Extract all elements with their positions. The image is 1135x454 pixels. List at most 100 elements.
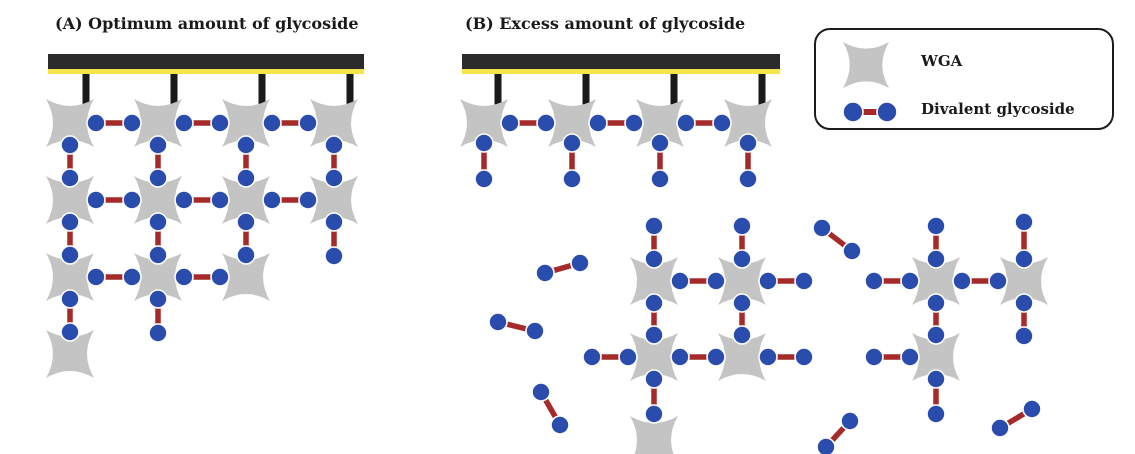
wga-molecule: [718, 333, 766, 381]
wga-molecule: [548, 99, 596, 147]
glycoside-bead: [926, 325, 946, 345]
surface-anchor: [758, 74, 766, 106]
glycoside-bead: [738, 133, 758, 153]
glycoside-bead: [676, 113, 696, 133]
surface-anchor: [258, 74, 266, 106]
legend-icons: [842, 42, 898, 123]
glycoside-bead: [732, 293, 752, 313]
glycoside-bead: [531, 382, 551, 402]
surface-stripe: [462, 69, 780, 74]
wga-molecule: [134, 253, 182, 301]
divalent-glycoside-icon: [842, 101, 898, 123]
glycoside-bead: [236, 135, 256, 155]
wga-molecule: [1000, 257, 1048, 305]
glycoside-bead: [535, 263, 555, 283]
wga-molecule: [724, 99, 772, 147]
glycoside-bead: [122, 267, 142, 287]
glycoside-bead: [174, 267, 194, 287]
glycoside-bead: [758, 271, 778, 291]
glycoside-bead: [86, 267, 106, 287]
glycoside-bead: [262, 113, 282, 133]
wga-molecule: [630, 257, 678, 305]
glycoside-bead: [864, 271, 884, 291]
glycoside-bead: [60, 212, 80, 232]
glycoside-bead: [644, 404, 664, 424]
glycoside-bead: [900, 347, 920, 367]
glycoside-bead: [952, 271, 972, 291]
glycoside-bead: [816, 437, 836, 454]
linkers: [67, 120, 1035, 450]
glycoside-bead: [562, 169, 582, 189]
wga-molecule: [460, 99, 508, 147]
glycoside-bead: [618, 347, 638, 367]
glycoside-bead: [148, 212, 168, 232]
glycoside-bead: [758, 347, 778, 367]
glycoside-bead: [122, 190, 142, 210]
glycoside-bead: [582, 347, 602, 367]
glycoside-bead: [474, 169, 494, 189]
wga-molecule: [46, 176, 94, 224]
glycoside-bead: [644, 293, 664, 313]
glycoside-bead: [324, 168, 344, 188]
glycoside-bead: [624, 113, 644, 133]
wga-molecule: [134, 176, 182, 224]
glycoside-bead: [550, 415, 570, 435]
glycoside-bead: [60, 289, 80, 309]
wga-molecule: [134, 99, 182, 147]
surface-stripe: [48, 69, 364, 74]
glycoside-bead: [60, 245, 80, 265]
glycoside-bead: [210, 113, 230, 133]
wga-molecule: [222, 99, 270, 147]
wga-molecule: [310, 176, 358, 224]
glycoside-bead: [644, 216, 664, 236]
legend-box: WGA Divalent glycoside: [814, 28, 1114, 130]
wga-molecule: [912, 333, 960, 381]
wga-molecules: [46, 99, 1048, 454]
glycoside-bead: [536, 113, 556, 133]
glycoside-bead: [842, 241, 862, 261]
glycoside-bead: [650, 169, 670, 189]
glycoside-bead: [236, 212, 256, 232]
glycoside-bead: [148, 323, 168, 343]
glycoside-bead: [900, 271, 920, 291]
glycoside-bead: [86, 190, 106, 210]
glycoside-bead: [324, 246, 344, 266]
wga-icon: [843, 42, 889, 88]
glycoside-bead: [644, 369, 664, 389]
glycoside-bead: [712, 113, 732, 133]
glycoside-bead: [840, 411, 860, 431]
glycoside-bead: [926, 293, 946, 313]
glycoside-bead: [1014, 212, 1034, 232]
glycoside-bead: [148, 245, 168, 265]
glycoside-bead: [650, 133, 670, 153]
glycoside-bead: [926, 369, 946, 389]
glycoside-bead: [60, 168, 80, 188]
glycoside-bead: [706, 271, 726, 291]
glycoside-bead: [1014, 326, 1034, 346]
glycoside-bead: [148, 135, 168, 155]
glycoside-bead: [1022, 399, 1042, 419]
panel-b-title: (B) Excess amount of glycoside: [465, 14, 746, 33]
glycoside-bead: [990, 418, 1010, 438]
wga-molecule: [630, 416, 678, 454]
legend-glycoside-label: Divalent glycoside: [921, 100, 1075, 118]
glycoside-bead: [570, 253, 590, 273]
glycoside-bead: [562, 133, 582, 153]
glycoside-beads: [60, 113, 1042, 454]
surface-bar: [462, 54, 780, 69]
wga-molecule: [222, 176, 270, 224]
glycoside-bead: [842, 101, 864, 123]
wga-molecule: [636, 99, 684, 147]
wga-molecule: [310, 99, 358, 147]
glycoside-bead: [670, 271, 690, 291]
legend-wga-label: WGA: [921, 52, 963, 70]
glycoside-bead: [298, 190, 318, 210]
surface-anchor: [670, 74, 678, 106]
glycoside-bead: [794, 271, 814, 291]
glycoside-bead: [644, 325, 664, 345]
legend-wga-shape: [843, 42, 889, 88]
glycoside-bead: [738, 169, 758, 189]
glycoside-bead: [732, 325, 752, 345]
glycoside-bead: [988, 271, 1008, 291]
